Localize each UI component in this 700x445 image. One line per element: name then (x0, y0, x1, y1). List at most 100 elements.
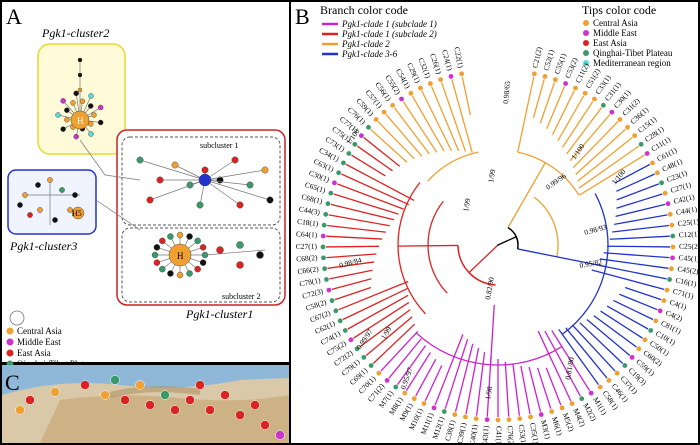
branch-legend-label: Pgk1-clade 2 (341, 39, 390, 49)
tip-label: C12(1) (678, 229, 700, 239)
tip-dot (342, 328, 348, 333)
map-sample-dot (275, 430, 285, 440)
map-sample-dot (260, 420, 270, 430)
support-label: 0.81/80 (563, 356, 576, 380)
network-edge (204, 169, 266, 181)
legend-a-label: Central Asia (17, 326, 62, 336)
network-edge (79, 139, 106, 176)
tree-branch (536, 367, 552, 409)
tip-dot (579, 396, 585, 402)
tree-branch (327, 261, 375, 269)
cluster3-box (7, 169, 97, 235)
tree-branch (624, 286, 662, 301)
haplotype-node (171, 161, 179, 169)
tip-dot (638, 141, 644, 147)
haplotype-node (167, 233, 174, 240)
tree-branch (396, 345, 427, 385)
tip-dot (506, 417, 512, 423)
tip-label: C68(2) (296, 253, 318, 264)
tip-dot (559, 405, 565, 411)
tree-branch (565, 327, 608, 379)
tree-branch (615, 203, 666, 218)
tree-arc (397, 182, 426, 315)
tree-branch (616, 193, 663, 209)
support-label: 1/99 (461, 197, 472, 212)
tip-dot (361, 354, 367, 360)
map-sample-dot (195, 380, 205, 390)
tree-branch (572, 325, 616, 372)
tip-dot (625, 124, 630, 130)
tip-dot (622, 363, 628, 368)
tip-dot (341, 160, 346, 166)
haplotype-node (73, 90, 79, 97)
tip-dot (418, 85, 423, 91)
branch-legend-title: Branch color code (320, 3, 408, 17)
network-edge (204, 179, 251, 186)
tree-branch (544, 330, 581, 397)
haplotype-node (159, 265, 166, 273)
tip-dot (438, 77, 443, 83)
tree-branch (336, 183, 404, 210)
haplotype-node (186, 181, 194, 189)
tree-branch (397, 244, 459, 247)
haplotype-node (216, 246, 224, 254)
tip-label: C78(1) (299, 275, 322, 288)
haplotype-node (37, 207, 43, 213)
tip-dot (393, 384, 399, 390)
tip-dot (376, 370, 382, 376)
haplotype-node (88, 93, 94, 99)
tree-branch (380, 331, 419, 372)
map-sample-dot (235, 410, 245, 420)
tip-dot (352, 141, 358, 147)
haplotype-node (27, 212, 33, 218)
tip-dot (538, 412, 544, 417)
haplotype-node (236, 241, 244, 249)
mountains (109, 386, 201, 398)
tip-label: C45(2) (677, 264, 700, 276)
legend-a-swatch (6, 349, 14, 357)
hub-node (71, 206, 85, 220)
map-sample-dot (220, 390, 230, 400)
haplotype-node (186, 233, 193, 240)
cluster3-label: Pgk1-cluster3 (9, 239, 77, 253)
tree-branch (578, 145, 640, 189)
tip-dot (650, 160, 655, 166)
tip-dot (473, 416, 479, 422)
tip-label: C22(1) (452, 46, 465, 69)
network-edge (95, 199, 141, 231)
tree-branch (370, 128, 408, 163)
tip-dot (528, 414, 533, 420)
tree-tips: C21(2)C52(1)C55(1)C53(2)C11(2)C51(2)C33(… (296, 46, 700, 445)
tip-dot (336, 170, 342, 176)
tree-branch (613, 299, 654, 321)
tree-branch (421, 90, 453, 152)
tips-legend-label: Qinghai-Tibet Plateau (593, 48, 673, 58)
cluster1-label: Pgk1-cluster1 (185, 307, 253, 321)
tip-dot (320, 244, 326, 250)
tree-branch (600, 310, 643, 339)
haplotype-node (77, 57, 83, 63)
haplotype-node (60, 98, 66, 104)
tree-branch (517, 76, 535, 153)
hub-node (70, 110, 90, 130)
tip-dot (411, 396, 417, 402)
tree-branch (619, 293, 658, 311)
tip-label: C43(1) (480, 425, 490, 445)
tree-branch (341, 173, 410, 206)
legend-a-label: Middle East (17, 337, 61, 347)
tip-dot (324, 277, 329, 282)
tree-branch (342, 287, 409, 321)
tree-branch (353, 301, 410, 339)
map-sample-dot (170, 405, 180, 415)
branch-legend: Pgk1-clade 1 (subclade 1)Pgk1-clade 1 (s… (322, 19, 437, 59)
tree-branch (517, 248, 606, 268)
haplotype-node (236, 201, 244, 209)
tree-branch (333, 193, 399, 215)
tip-dot (368, 363, 374, 368)
map-sample-dot (15, 405, 25, 415)
tree-branch (507, 162, 546, 228)
tree-branch (546, 86, 566, 130)
tree-branch (388, 338, 422, 379)
